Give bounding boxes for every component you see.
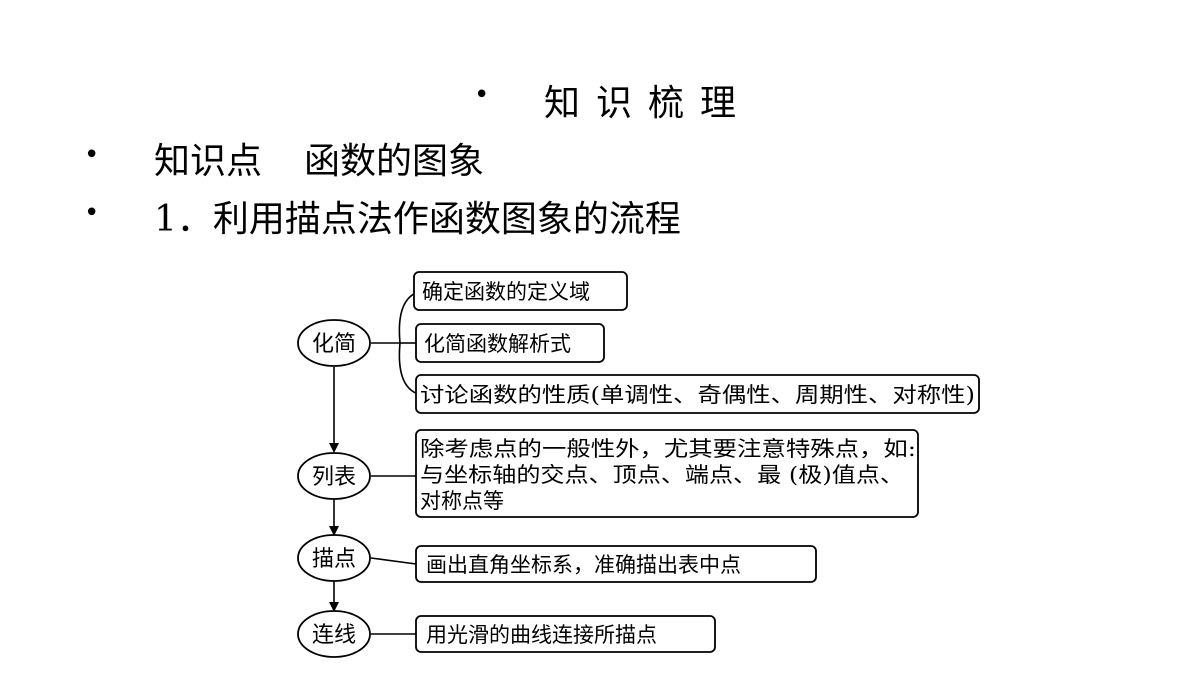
step-label: 描点 [312,547,356,572]
heading-bullet: • [474,80,490,110]
desc-box-special-points: 除考虑点的一般性外，尤其要注意特殊点，如: 与坐标轴的交点、顶点、端点、最 (极… [415,429,919,518]
desc-line: 讨论函数的性质(单调性、奇偶性、周期性、对称性) [420,383,975,407]
desc-line: 用光滑的曲线连接所描点 [426,623,657,647]
step-label: 列表 [312,465,356,490]
line-bullet: • [84,198,100,228]
knowledge-point-topic: 函数的图象 [304,141,485,182]
desc-line: 化简函数解析式 [424,332,571,356]
desc-line: 与坐标轴的交点、顶点、端点、最 (极)值点、 [420,463,904,487]
step-node-simplify: 化简 [297,319,371,367]
step-node-tabulate: 列表 [297,452,371,500]
desc-box-smooth-curve: 用光滑的曲线连接所描点 [415,615,716,653]
desc-line: 除考虑点的一般性外，尤其要注意特殊点，如: [420,437,916,461]
step-node-connect: 连线 [297,610,371,658]
desc-box-properties: 讨论函数的性质(单调性、奇偶性、周期性、对称性) [415,374,980,414]
desc-box-coordinate-system: 画出直角坐标系，准确描出表中点 [415,545,817,583]
step-label: 连线 [312,623,356,648]
step-label: 化简 [312,332,356,357]
line-text: 1．利用描点法作函数图象的流程 [154,199,681,240]
heading-text: 知识梳理 [544,83,753,124]
desc-line: 画出直角坐标系，准确描出表中点 [426,553,741,577]
line-bullet: • [84,140,100,170]
desc-line: 确定函数的定义域 [422,280,590,304]
desc-line: 对称点等 [420,489,504,513]
line-text: 知识点函数的图象 [154,132,484,184]
knowledge-point-label: 知识点 [154,141,263,182]
connector-step3 [370,557,417,565]
desc-box-simplify-expression: 化简函数解析式 [415,323,605,363]
desc-box-domain: 确定函数的定义域 [413,271,628,311]
step-node-plot-points: 描点 [297,534,371,582]
